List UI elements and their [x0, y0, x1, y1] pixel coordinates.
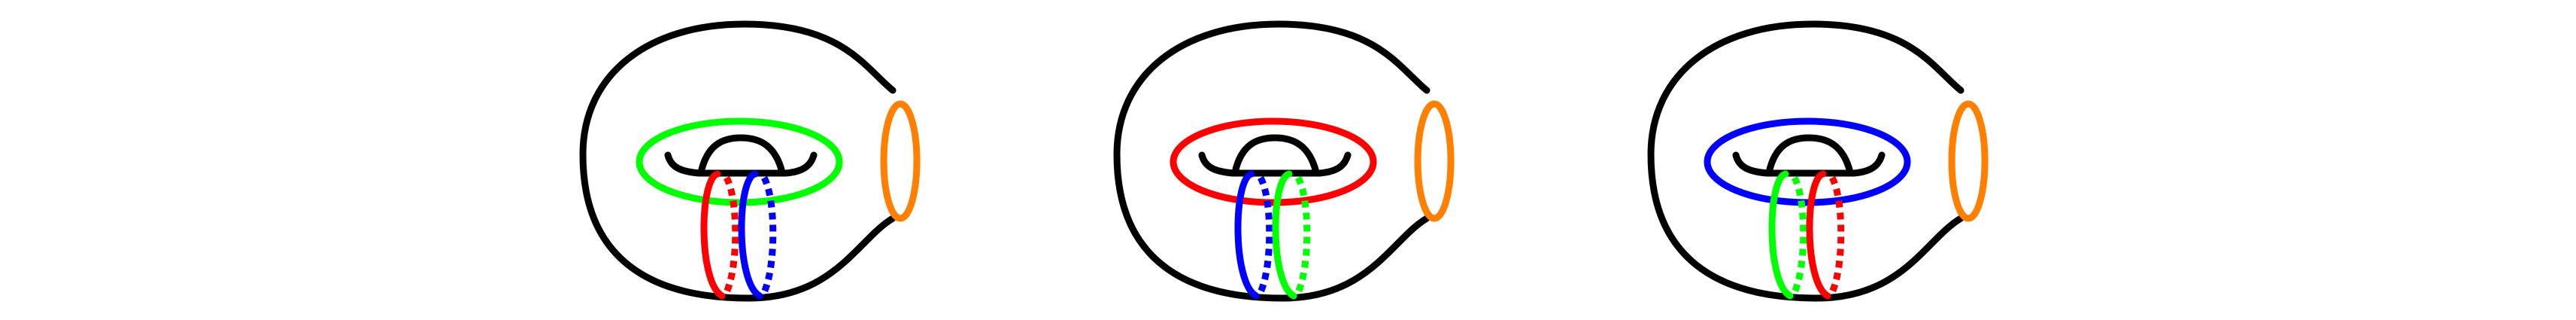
surface-outline — [1647, 20, 1965, 302]
hole-upper-arc — [1765, 134, 1854, 176]
longitude-2-front — [1272, 170, 1297, 300]
longitude-2-back — [759, 175, 777, 297]
torus-panel-1 — [579, 20, 921, 302]
meridian-curve — [1170, 117, 1377, 206]
boundary-curve — [1948, 100, 1989, 222]
meridian-curve — [1704, 117, 1911, 206]
hole-lower-lip — [1732, 151, 1886, 177]
torus-panel-2 — [1113, 20, 1455, 302]
longitude-1-front — [1768, 170, 1794, 300]
hole-upper-arc — [1231, 134, 1320, 176]
hole-upper-arc — [697, 134, 786, 176]
longitude-1-back — [721, 175, 739, 297]
longitude-1-back — [1255, 175, 1273, 297]
surface-outline — [579, 20, 897, 302]
boundary-curve — [1414, 100, 1455, 222]
torus-panel-3 — [1647, 20, 1989, 302]
surface-outline — [1113, 20, 1431, 302]
boundary-curve — [880, 100, 921, 222]
meridian-curve — [636, 117, 843, 206]
longitude-2-back — [1293, 175, 1311, 297]
longitude-2-back — [1827, 175, 1845, 297]
hole-lower-lip — [664, 151, 818, 177]
longitude-2-front — [1806, 170, 1831, 300]
longitude-1-back — [1789, 175, 1807, 297]
longitude-1-front — [1234, 170, 1260, 300]
hole-lower-lip — [1198, 151, 1352, 177]
longitude-2-front — [738, 170, 763, 300]
longitude-1-front — [700, 170, 726, 300]
